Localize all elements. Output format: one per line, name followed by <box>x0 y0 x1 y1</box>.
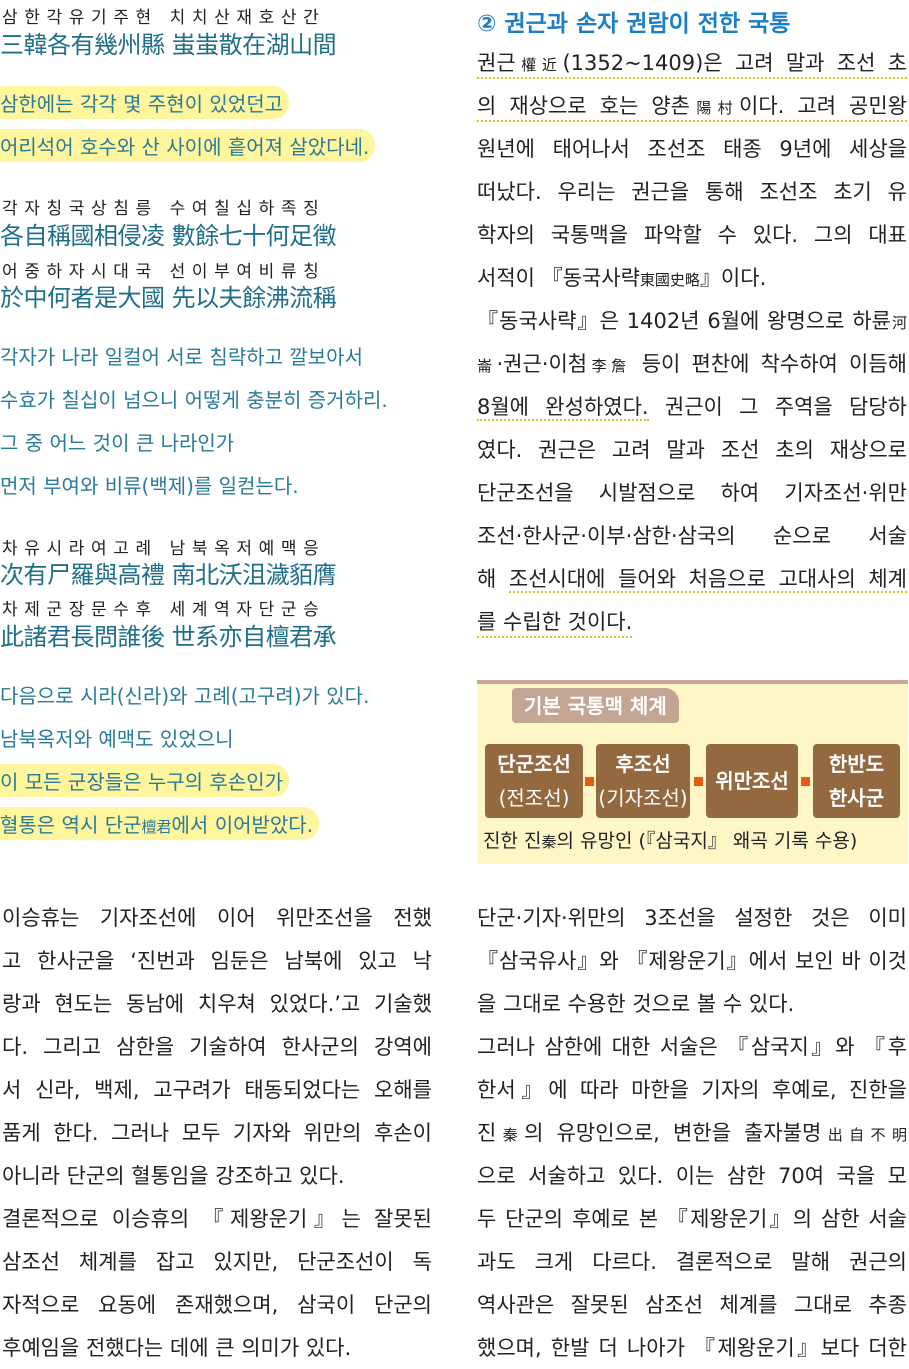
translation-line: 혈통은 역시 단군檀君에서 이어받았다. <box>0 807 320 840</box>
text-line: 崙·권근·이첨李詹 등이 편찬에 착수하여 이듬해 <box>477 352 907 376</box>
text-line: 랑과 현도는 동남에 치우쳐 있었다.’고 기술했 <box>2 992 432 1016</box>
text-line: 결론적으로 이승휴의 『제왕운기』는 잘못된 <box>2 1207 432 1231</box>
box-title: 기본 국통맥 체계 <box>512 688 679 723</box>
hanja-gloss: 河 <box>890 314 907 332</box>
hanja-gloss: 秦 <box>496 1126 525 1144</box>
text-segment: 권근이 그 주역을 담당하 <box>648 395 908 419</box>
translation-line: 각자가 나라 일컬어 서로 침략하고 깔보아서 <box>0 345 363 369</box>
stage-main: 한반도 <box>828 752 885 776</box>
section-title: ② 권근과 손자 권람이 전한 국통 <box>477 11 791 37</box>
text-line: 다. 그리고 삼한을 기술하여 한사군의 강역에 <box>2 1035 432 1059</box>
hanja-gloss: 李詹 <box>587 357 631 375</box>
text-line: 고 한사군을 ‘진번과 임둔은 남북에 있고 낙 <box>2 949 432 973</box>
stage-sub: (기자조선) <box>598 786 688 810</box>
text-line: 원년에 태어나서 조선조 태종 9년에 세상을 <box>477 137 907 161</box>
stage-main: 위만조선 <box>715 769 789 793</box>
verse-hanja: 此諸君長問誰後 世系亦自檀君承 <box>0 623 337 651</box>
hanja-gloss: 東國史略 <box>639 271 700 289</box>
text-line: 단군조선을 시발점으로 하여 기자조선·위만 <box>477 481 907 505</box>
verse-hanja: 次有尸羅與高禮 南北沃沮濊貊膺 <box>0 561 337 589</box>
text-line: 했으며, 한발 더 나아가 『제왕운기』보다 더한 <box>477 1336 907 1360</box>
verse-hanja: 各自稱國相侵凌 數餘七十何足徵 <box>0 222 337 250</box>
text-segment: 해 <box>477 567 509 591</box>
stage-main: 단군조선 <box>497 752 571 776</box>
text-line: 진秦의 유망인으로, 변한을 출자불명出自不明 <box>477 1121 907 1145</box>
translation-line: 그 중 어느 것이 큰 나라인가 <box>0 431 235 455</box>
text-line: 서 신라, 백제, 고구려가 태동되었다는 오해를 <box>2 1078 432 1102</box>
text-line: 떠났다. 우리는 권근을 통해 조선조 초기 유 <box>477 180 907 204</box>
box-caption: 진한 진秦의 유망인 (『삼국지』 왜곡 기록 수용) <box>483 830 858 852</box>
verse-reading: 어중하자시대국 선이부여비류칭 <box>2 262 326 282</box>
stage-hansagun: 한반도 한사군 <box>813 744 900 818</box>
text-line: 삼조선 체계를 잡고 있지만, 단군조선이 독 <box>2 1250 432 1274</box>
text-line: 『삼국유사』와 『제왕운기』에서 보인 바 이것 <box>477 949 907 973</box>
text-line: 단군·기자·위만의 3조선을 설정한 것은 이미 <box>477 906 907 930</box>
verse-hanja: 三韓各有幾州縣 蚩蚩散在湖山間 <box>0 31 337 59</box>
text-line: 으로 서술하고 있다. 이는 삼한 70여 국을 모 <box>477 1164 907 1188</box>
text-line: 를 수립한 것이다. <box>477 606 633 638</box>
hanja-gloss: 陽村 <box>689 99 740 117</box>
text-line: 아니라 단군의 혈통임을 강조하고 있다. <box>2 1164 345 1188</box>
text-line: 이승휴는 기자조선에 이어 위만조선을 전했 <box>2 906 432 930</box>
text-segment: 조선시대에 들어와 처음으로 고대사의 체계 <box>508 567 907 593</box>
hanja-gloss: 秦 <box>541 833 557 851</box>
national-lineage-box: 기본 국통맥 체계 단군조선 (전조선) 후조선 (기자조선) 위만조선 한반도… <box>477 680 908 864</box>
text-line: 역사관은 잘못된 삼조선 체계를 그대로 추종 <box>477 1293 907 1317</box>
connector-icon <box>694 777 703 786</box>
text-line: 였다. 권근은 고려 말과 조선 초의 재상으로 <box>477 438 907 462</box>
verse-reading: 삼한각유기주현 치치산재호산간 <box>2 8 326 28</box>
verse-reading: 차유시라여고례 남북옥저예맥응 <box>2 539 326 559</box>
stage-sub: (전조선) <box>498 786 570 810</box>
text-line: 두 단군의 후예로 본 『제왕운기』의 삼한 서술 <box>477 1207 907 1231</box>
connector-icon <box>801 777 810 786</box>
text-line: 『동국사략』은 1402년 6월에 왕명으로 하륜河 <box>477 309 907 333</box>
hanja-gloss: 檀君 <box>141 818 172 836</box>
text-line: 8월에 완성하였다. 권근이 그 주역을 담당하 <box>477 391 907 421</box>
text-line: 학자의 국통맥을 파악할 수 있다. 그의 대표 <box>477 223 907 247</box>
stage-hu-joseon: 후조선 (기자조선) <box>596 744 690 818</box>
connector-icon <box>585 777 594 786</box>
text-line: 을 그대로 수용한 것으로 볼 수 있다. <box>477 992 795 1016</box>
hanja-gloss: 權近 <box>515 56 563 74</box>
hanja-gloss: 出自不明 <box>821 1126 907 1144</box>
translation-line: 남북옥저와 예맥도 있었으니 <box>0 727 234 751</box>
text-line: 과도 크게 다르다. 결론적으로 말해 권근의 <box>477 1250 907 1274</box>
hanja-gloss: 崙 <box>477 357 497 375</box>
translation-line: 먼저 부여와 비류(백제)를 일컫는다. <box>0 474 299 498</box>
text-line: 후예임을 전했다는 데에 큰 의미가 있다. <box>2 1336 352 1360</box>
text-line: 권근權近(1352~1409)은 고려 말과 조선 초 <box>477 47 907 79</box>
text-line: 자적으로 요동에 존재했으며, 삼국이 단군의 <box>2 1293 432 1317</box>
translation-line: 삼한에는 각각 몇 주현이 있었던고 <box>0 86 290 119</box>
stage-sub: 한사군 <box>828 786 885 810</box>
translation-line: 수효가 칠십이 넘으니 어떻게 충분히 증거하리. <box>0 388 388 412</box>
translation-line: 이 모든 군장들은 누구의 후손인가 <box>0 764 290 797</box>
text-segment: 8월에 완성하였다. <box>477 395 649 421</box>
text-line: 해 조선시대에 들어와 처음으로 고대사의 체계 <box>477 563 907 593</box>
translation-line: 어리석어 호수와 산 사이에 흩어져 살았다네. <box>0 129 376 162</box>
verse-hanja: 於中何者是大國 先以夫餘沸流稱 <box>0 284 337 312</box>
stage-wiman-joseon: 위만조선 <box>706 744 798 818</box>
text-line: 서적이 『동국사략東國史略』이다. <box>477 266 767 290</box>
translation-line: 다음으로 시라(신라)와 고례(고구려)가 있다. <box>0 684 370 708</box>
text-line: 품게 한다. 그러나 모두 기자와 위만의 후손이 <box>2 1121 432 1145</box>
verse-reading: 차제군장문수후 세계역자단군승 <box>2 600 326 620</box>
text-line: 그러나 삼한에 대한 서술은 『삼국지』와 『후 <box>477 1035 907 1059</box>
text-line: 한서』에 따라 마한을 기자의 후예로, 진한을 <box>477 1078 907 1102</box>
stage-dangun-joseon: 단군조선 (전조선) <box>485 744 583 818</box>
verse-reading: 각자칭국상침릉 수여칠십하족징 <box>2 199 326 219</box>
text-line: 조선·한사군·이부·삼한·삼국의 순으로 서술 <box>477 524 907 548</box>
stage-main: 후조선 <box>615 752 671 776</box>
text-line: 의 재상으로 호는 양촌陽村이다. 고려 공민왕 <box>477 90 907 122</box>
